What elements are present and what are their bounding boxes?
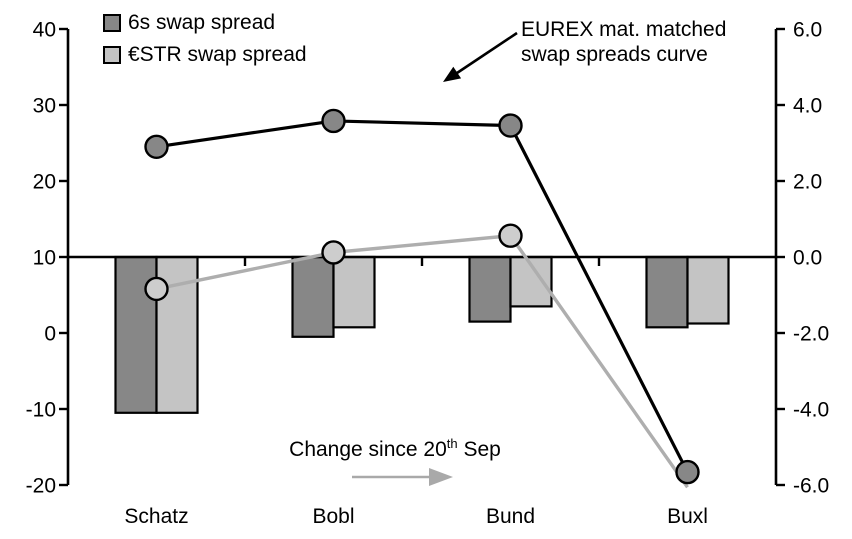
category-label-buxl: Buxl <box>667 505 708 528</box>
right-axis-tick-label: 2.0 <box>793 171 822 194</box>
bar-bobl-6s-swap-spread <box>291 255 335 338</box>
right-axis-tick-label: -6.0 <box>793 475 829 498</box>
change-arrow-head-icon <box>429 468 453 486</box>
line-str-swap-spreads-curve <box>156 233 689 489</box>
marker-bobl-str-swap-spreads-curve <box>321 240 346 265</box>
legend-item-6s-swap-spread: 6s swap spread <box>103 12 307 33</box>
marker-bund-6s-swap-spreads-curve <box>498 113 523 138</box>
change-since-note: Change since 20th Sep <box>270 436 520 462</box>
bar-bobl-str-swap-spread <box>332 255 376 329</box>
legend-swatch-6s-icon <box>103 13 121 32</box>
legend-item-estr-swap-spread: €STR swap spread <box>103 44 307 65</box>
legend: 6s swap spread €STR swap spread <box>103 12 307 76</box>
annotation-arrow-line <box>456 31 518 75</box>
bar-buxl-6s-swap-spread <box>645 255 689 329</box>
right-axis-tick-label: 0.0 <box>793 247 822 270</box>
left-axis-tick-label: 40 <box>33 19 56 42</box>
change-note-suffix: Sep <box>457 438 501 461</box>
right-axis-tick-label: -2.0 <box>793 323 829 346</box>
legend-swatch-estr-icon <box>103 45 121 64</box>
category-label-schatz: Schatz <box>124 505 188 528</box>
left-axis-tick-label: 30 <box>33 95 56 118</box>
annotation-arrow-head-icon <box>443 66 462 82</box>
line-6s-swap-spreads-curve <box>156 119 689 473</box>
marker-schatz-6s-swap-spreads-curve <box>144 134 169 160</box>
legend-label-6s: 6s swap spread <box>128 11 276 34</box>
legend-label-estr: €STR swap spread <box>128 43 307 66</box>
right-axis-tick-label: -4.0 <box>793 399 829 422</box>
change-note-prefix: Change since 20 <box>289 438 447 461</box>
bar-buxl-str-swap-spread <box>686 255 730 325</box>
left-axis-tick-label: 20 <box>33 171 56 194</box>
curve-annotation-line2: swap spreads curve <box>521 43 708 66</box>
left-axis-tick-label: -20 <box>26 475 56 498</box>
left-axis-tick-label: 0 <box>44 323 56 346</box>
curve-annotation: EUREX mat. matched swap spreads curve <box>521 17 726 67</box>
category-label-bobl: Bobl <box>312 505 354 528</box>
right-axis-tick-label: 6.0 <box>793 19 822 42</box>
marker-buxl-6s-swap-spreads-curve <box>675 459 700 485</box>
bar-bund-6s-swap-spread <box>468 255 512 323</box>
marker-bund-str-swap-spreads-curve <box>498 223 523 248</box>
marker-schatz-str-swap-spreads-curve <box>144 276 169 302</box>
curve-annotation-line1: EUREX mat. matched <box>521 18 727 41</box>
left-axis-tick-label: -10 <box>26 399 56 422</box>
right-axis-tick-label: 4.0 <box>793 95 822 118</box>
left-axis-tick-label: 10 <box>33 247 56 270</box>
category-label-bund: Bund <box>486 505 535 528</box>
marker-bobl-6s-swap-spreads-curve <box>321 108 346 134</box>
change-note-superscript: th <box>446 436 458 451</box>
